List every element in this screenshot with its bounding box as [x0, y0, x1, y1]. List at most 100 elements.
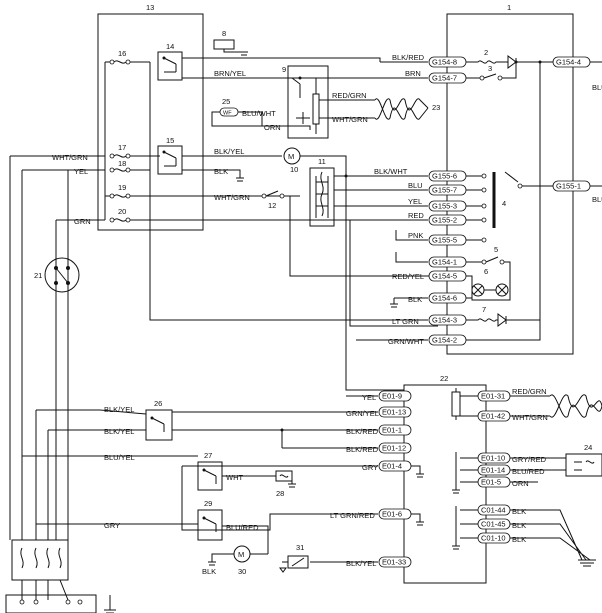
- label-6: 6: [484, 267, 488, 276]
- wire-blk-6: BLK: [408, 295, 422, 304]
- wire-yel-left: YEL: [74, 167, 88, 176]
- wire-wht-grn-top: WHT/GRN: [332, 115, 368, 124]
- label-25: 25: [222, 97, 230, 106]
- conn-e01-31: E01-31: [481, 392, 505, 401]
- conn-e01-33: E01-33: [382, 558, 406, 567]
- wire-orn-24: ORN: [512, 479, 529, 488]
- fuses-box-13: 16 17 18 19 20: [104, 49, 438, 327]
- wire-wht-grn-left: WHT/GRN: [52, 153, 88, 162]
- conn-g155-7: G155-7: [432, 186, 457, 195]
- conn-e01-14: E01-14: [481, 466, 505, 475]
- label-15: 15: [166, 136, 174, 145]
- wire-red-grn-top: RED/GRN: [332, 91, 367, 100]
- wire-gry-bot: GRY: [104, 521, 120, 530]
- wire-blk-red-top: BLK/RED: [392, 53, 425, 62]
- ignition-switch-21: 21: [34, 257, 80, 293]
- wire-blk-b: BLK: [512, 521, 526, 530]
- conn-e01-6: E01-6: [382, 510, 402, 519]
- label-4: 4: [502, 199, 506, 208]
- conn-g155-5: G155-5: [432, 236, 457, 245]
- e01-left-connectors: YEL E01-9 GRN/YEL E01-13 BLK/RED E01-1 B…: [181, 390, 424, 568]
- conn-e01-12: E01-12: [382, 444, 406, 453]
- wire-grn-yel: GRN/YEL: [346, 409, 379, 418]
- wire-blu: BLU: [408, 181, 423, 190]
- label-19: 19: [118, 183, 126, 192]
- wire-grn-left: GRN: [74, 217, 91, 226]
- label-18: 18: [118, 159, 126, 168]
- label-8: 8: [222, 29, 226, 38]
- label-31: 31: [296, 543, 304, 552]
- label-22: 22: [440, 374, 448, 383]
- wire-blk-wht: BLK/WHT: [374, 167, 408, 176]
- conn-g154-2: G154-2: [432, 336, 457, 345]
- g155-connectors: BLK/WHT G155-6 BLU G155-7 YEL G155-3 RED…: [374, 167, 602, 246]
- wires-23: RED/GRN WHT/GRN 23: [330, 91, 440, 124]
- control-unit-22: 22: [403, 374, 487, 584]
- wire-blk-a: BLK: [512, 507, 526, 516]
- label-9: 9: [282, 65, 286, 74]
- wire-blu-edge-a: BLU: [592, 83, 602, 92]
- wire-red-11: RED: [408, 211, 424, 220]
- conn-g155-2: G155-2: [432, 216, 457, 225]
- conn-g154-5: G154-5: [432, 272, 457, 281]
- relay-29: 29 GRY BLU/RED M 30 BLK: [36, 499, 269, 576]
- label-3: 3: [488, 64, 492, 73]
- g154-lower-connectors: G154-1 5 RED/YEL G154-5 6 BLK G154-6 LT …: [149, 60, 542, 346]
- relay-15: 15: [157, 136, 282, 182]
- label-16: 16: [118, 49, 126, 58]
- motor-10-m: M: [288, 152, 294, 161]
- wire-blk-30: BLK: [202, 567, 216, 576]
- wire-wht-grn-22: WHT/GRN: [512, 413, 548, 422]
- wire-lt-grn-red: LT GRN/RED: [330, 511, 375, 520]
- label-11: 11: [318, 157, 326, 166]
- motor-30-m: M: [238, 550, 244, 559]
- left-buses: WHT/GRN YEL GRN: [9, 153, 105, 540]
- wire-blu-yel: BLU/YEL: [104, 453, 135, 462]
- wire-wht-27: WHT: [226, 473, 243, 482]
- wire-blk-yel-26b: BLK/YEL: [104, 427, 134, 436]
- label-29: 29: [204, 499, 212, 508]
- wire-red-yel: RED/YEL: [392, 272, 424, 281]
- wire-lt-grn: LT GRN: [392, 317, 419, 326]
- wire-blk-yel-31: BLK/YEL: [346, 559, 376, 568]
- label-1: 1: [507, 3, 511, 12]
- relay-26: 26 BLK/YEL BLK/YEL: [99, 399, 200, 441]
- conn-g154-3: G154-3: [432, 316, 457, 325]
- label-10: 10: [290, 165, 298, 174]
- conn-c01-10: C01-10: [481, 534, 506, 543]
- conn-e01-9: E01-9: [382, 392, 402, 401]
- wire-grn-wht: GRN/WHT: [388, 337, 424, 346]
- conn-e01-1: E01-1: [382, 426, 402, 435]
- component-25: 25 WF BLU/WHT ORN: [211, 97, 311, 132]
- conn-g155-3: G155-3: [432, 202, 457, 211]
- wire-yel-11: YEL: [408, 197, 422, 206]
- wire-blk-red-22b: BLK/RED: [346, 445, 379, 454]
- symbol-wf: WF: [223, 111, 232, 117]
- label-12: 12: [268, 201, 276, 210]
- label-13: 13: [146, 3, 154, 12]
- conn-e01-42: E01-42: [481, 412, 505, 421]
- conn-g154-4: G154-4: [556, 58, 581, 67]
- wires-to-unit-1-top: BLK/RED G154-8 2 G154-4 BLU BRN BRN/YEL …: [214, 48, 602, 92]
- label-27: 27: [204, 451, 212, 460]
- label-24: 24: [584, 443, 592, 452]
- conn-e01-13: E01-13: [382, 408, 406, 417]
- label-23: 23: [432, 103, 440, 112]
- wire-blk-15: BLK: [214, 167, 228, 176]
- label-14: 14: [166, 42, 174, 51]
- conn-g154-6: G154-6: [432, 294, 457, 303]
- conn-g154-1: G154-1: [432, 258, 457, 267]
- wire-orn-top: ORN: [264, 123, 281, 132]
- wire-blk-yel-15: BLK/YEL: [214, 147, 244, 156]
- relay-14: 14: [157, 42, 381, 81]
- wire-blu-red: BLU/RED: [226, 523, 259, 532]
- wire-blu-red-24: BLU/RED: [512, 467, 545, 476]
- conn-c01-44: C01-44: [481, 506, 506, 515]
- wire-blk-yel-26a: BLK/YEL: [104, 405, 134, 414]
- label-30: 30: [238, 567, 246, 576]
- switch-31: 31: [279, 543, 309, 573]
- switch-12-circuit: WHT/GRN 12: [214, 190, 438, 277]
- label-5: 5: [494, 245, 498, 254]
- conn-e01-10: E01-10: [481, 454, 505, 463]
